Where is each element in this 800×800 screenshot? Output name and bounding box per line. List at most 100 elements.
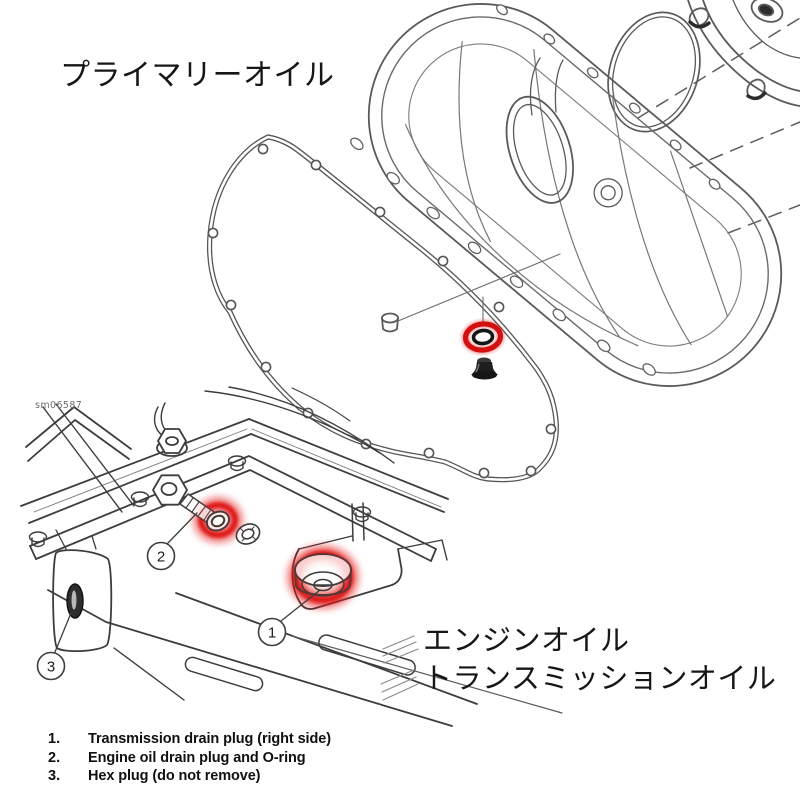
skid-plate-edge	[105, 621, 453, 727]
bolt-hole	[437, 255, 449, 267]
bolt-hole	[543, 33, 556, 45]
bolt-hex-head	[157, 428, 187, 454]
bolt-hole	[467, 241, 482, 255]
bolt-ear-shadow	[688, 20, 711, 29]
callout-number: 3	[47, 659, 55, 676]
plug-socket	[160, 482, 178, 496]
plug-glow-overlay	[290, 548, 356, 606]
bolt-hole	[586, 67, 599, 79]
oil-pan-diagram: 1 2 3	[20, 386, 563, 727]
pocket-top-edge	[298, 535, 448, 561]
legend-item-number: 1.	[48, 731, 61, 747]
dash-line	[689, 121, 800, 169]
bolt-hole	[207, 227, 219, 239]
engine-oil-drain-plug-assembly	[152, 474, 261, 545]
chaincase-drain-plug	[471, 357, 498, 380]
callout-number: 1	[268, 625, 276, 642]
oring-highlight-ring	[462, 321, 504, 353]
rib-line	[669, 150, 729, 318]
bolt-hole	[509, 275, 524, 289]
side-boss	[52, 549, 113, 652]
legend-item-1: 1. Transmission drain plug (right side)	[0, 732, 560, 747]
hatch-line	[381, 676, 417, 693]
pan-bolts	[28, 455, 372, 548]
oring-inner	[210, 514, 226, 528]
bolt-hole	[426, 206, 440, 220]
rail-inner-line	[33, 428, 248, 513]
bolt-washer	[227, 455, 247, 467]
skid-plate-edge	[175, 592, 478, 705]
engine-drain-oring	[205, 510, 231, 532]
transmission-oil-label: トランスミッションオイル	[423, 661, 777, 695]
bolt-washer	[28, 531, 48, 543]
hatch-line	[382, 635, 415, 650]
center-boss	[593, 178, 623, 208]
bolt-washer	[352, 506, 372, 518]
flange-end	[430, 548, 437, 562]
oring-inner	[611, 16, 697, 128]
cover-inner-arc	[732, 0, 800, 59]
bolt-hole	[708, 178, 721, 190]
legend-item-2: 2. Engine oil drain plug and O-ring	[0, 749, 560, 766]
callout-circle	[36, 651, 66, 681]
cover-rim-arc	[687, 0, 800, 107]
dash-line	[637, 17, 800, 119]
callout-number: 2	[157, 549, 165, 566]
plug-top	[381, 312, 399, 324]
bolt-hole	[628, 102, 641, 114]
hatch-line	[382, 641, 417, 657]
pocket-rib	[351, 502, 365, 542]
rail-edge	[250, 433, 445, 513]
pan-bolt	[28, 531, 48, 548]
frame-bolt	[156, 428, 188, 457]
inspection-opening-inner	[512, 103, 567, 196]
chaincase-drain-area	[461, 296, 505, 380]
bolt-hole	[374, 206, 386, 218]
hatch-marks	[380, 635, 419, 701]
pan-flange-outer	[29, 455, 437, 550]
plug-skirt	[472, 370, 497, 380]
leader-line	[397, 253, 561, 322]
callout-3: 3	[36, 612, 72, 681]
alignment-dash-lines	[637, 17, 800, 234]
legend-item-text: Engine oil drain plug and O-ring	[88, 749, 306, 766]
bolt-hole	[552, 308, 566, 322]
legend-item-text: Hex plug (do not remove)	[88, 768, 261, 784]
cover-inner-rim	[381, 16, 769, 374]
center-boss-hole	[600, 185, 616, 201]
cover-bolt-holes	[350, 4, 721, 376]
pan-bolt	[227, 455, 247, 472]
bolt-head	[133, 497, 147, 508]
opening-neck	[554, 59, 564, 113]
primary-cover	[350, 3, 783, 387]
bolt-head	[230, 461, 244, 472]
gasket-band-outer	[206, 134, 559, 483]
port-ticks	[239, 526, 257, 542]
pan-bolt	[352, 506, 372, 523]
cross-member	[42, 406, 123, 513]
thread-line	[191, 501, 200, 513]
rail-edge	[248, 418, 449, 500]
skid-plate-slot	[184, 656, 264, 692]
cross-member	[55, 403, 135, 507]
bolt-hole	[310, 159, 322, 171]
bolt-washer	[130, 491, 150, 503]
bolt-hole	[545, 423, 557, 435]
sweep-curve	[228, 386, 395, 464]
pan-edge	[113, 647, 185, 701]
callout-leader	[280, 589, 321, 622]
cover-floor	[408, 43, 742, 347]
callout-leader	[166, 512, 198, 545]
bolt-hole	[423, 447, 435, 459]
bolt-hole	[642, 363, 656, 376]
skid-plate-slot	[318, 634, 416, 676]
rib-line	[404, 124, 639, 347]
bolt-hole	[496, 4, 508, 16]
sweep-curve	[291, 387, 351, 422]
primary-oil-label: プライマリーオイル	[60, 58, 335, 93]
oil-pan-body	[28, 455, 563, 727]
bolt-hole	[669, 139, 682, 151]
inspection-opening-outer	[505, 95, 574, 204]
